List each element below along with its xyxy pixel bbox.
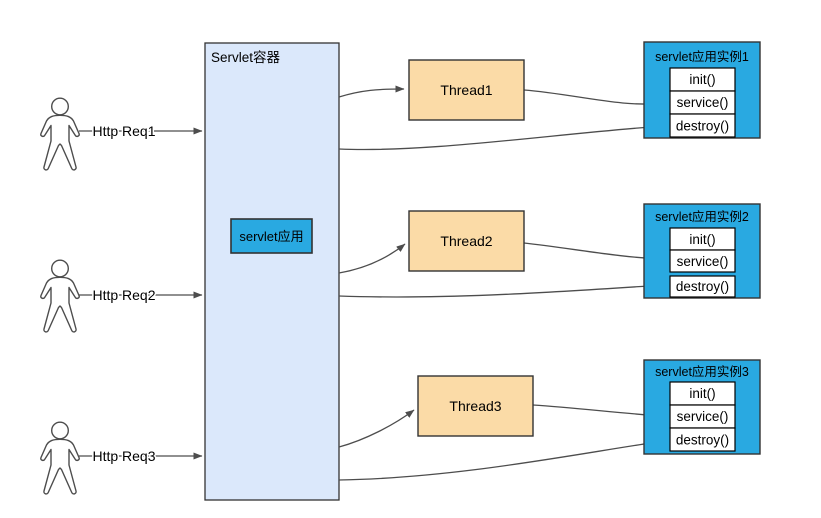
container-to-destroy1-arrow: [338, 123, 665, 151]
http-req1-label: Http Req1: [92, 123, 155, 139]
instance2-service-cell: [669, 249, 736, 273]
servlet-instance2-box: servlet应用实例2 init() service() destroy(): [643, 203, 761, 299]
instance1-destroy-label: destroy(): [676, 119, 729, 134]
http-req2-label: Http Req2: [92, 287, 155, 303]
thread2-box: Thread2: [408, 210, 525, 272]
container-to-thread1-arrow: [338, 85, 405, 98]
user-actor-icon-3: [40, 421, 80, 495]
thread2-to-service2-arrow: [523, 242, 665, 263]
thread1-to-service1-arrow: [523, 89, 665, 108]
container-to-thread2-arrow: [338, 243, 406, 274]
thread3-box: Thread3: [417, 375, 534, 437]
servlet-instance3-title: servlet应用实例3: [655, 364, 749, 379]
servlet-app-box: [230, 218, 313, 254]
servlet-container-title: Servlet容器: [211, 49, 281, 65]
container-to-thread3-arrow: [338, 409, 415, 448]
instance1-init-label: init(): [689, 72, 715, 87]
thread1-label: Thread1: [440, 82, 492, 98]
instance2-init-label: init(): [689, 232, 715, 247]
user-actor-icon-1: [40, 97, 80, 171]
thread1-box: Thread1: [408, 59, 525, 121]
http-req3-label: Http Req3: [92, 448, 155, 464]
thread2-label: Thread2: [440, 233, 492, 249]
instance3-init-label: init(): [689, 386, 715, 401]
servlet-instance1-title: servlet应用实例1: [655, 49, 749, 64]
instance2-service-label: service(): [677, 254, 729, 269]
servlet-instance2-title: servlet应用实例2: [655, 209, 749, 224]
instance2-destroy-label: destroy(): [676, 279, 729, 294]
servlet-container-box: [204, 42, 340, 501]
instance1-service-label: service(): [677, 95, 729, 110]
servlet-instance3-box: servlet应用实例3 init() service() destroy(): [643, 359, 761, 455]
instance3-service-label: service(): [677, 409, 729, 424]
instance1-destroy-cell: [669, 113, 736, 138]
instance3-destroy-label: destroy(): [676, 433, 729, 448]
container-to-destroy3-arrow: [338, 438, 665, 481]
user-actor-icon-2: [40, 259, 80, 333]
instance2-destroy-cell: [669, 275, 736, 298]
instance3-destroy-cell: [669, 427, 736, 452]
thread3-label: Thread3: [449, 398, 501, 414]
container-to-destroy2-arrow: [338, 282, 665, 298]
servlet-instance1-box: servlet应用实例1 init() service() destroy(): [643, 41, 761, 139]
servlet-app-label: servlet应用: [239, 229, 303, 244]
